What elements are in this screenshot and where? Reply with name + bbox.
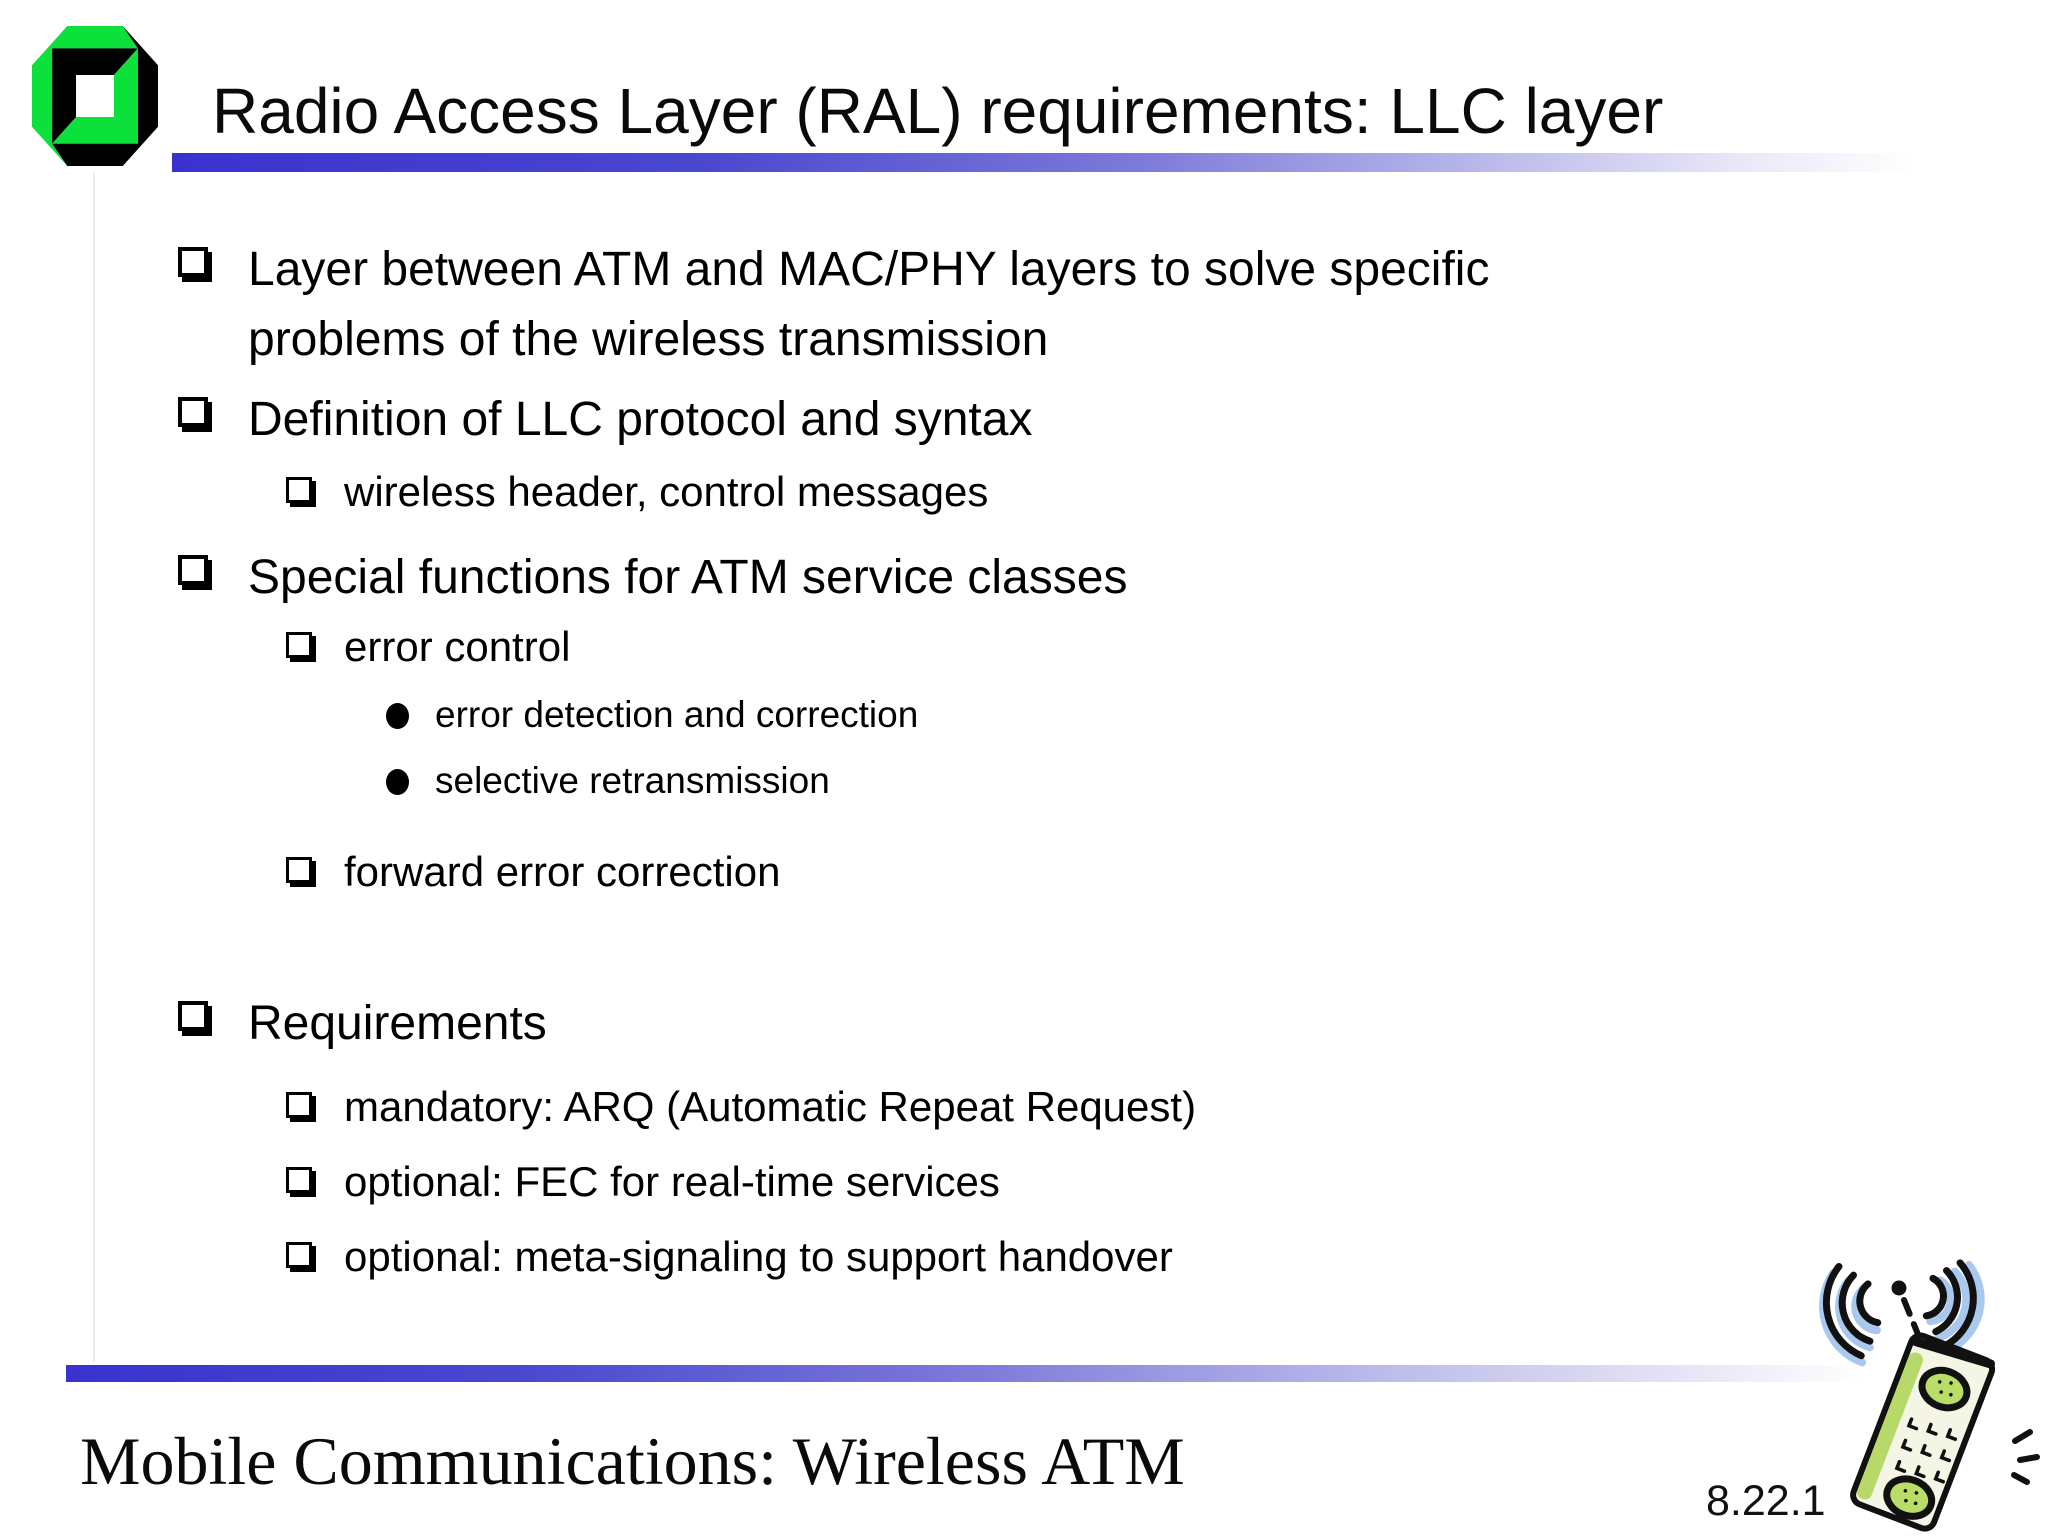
list-item: Special functions for ATM service classe… bbox=[178, 543, 1127, 613]
title-underline-bar bbox=[172, 153, 1916, 172]
bullet-text: Layer between ATM and MAC/PHY layers to … bbox=[248, 243, 1490, 366]
list-item: optional: FEC for real-time services bbox=[286, 1157, 1000, 1207]
square-bullet-icon bbox=[178, 555, 208, 585]
bullet-text: error control bbox=[344, 623, 571, 670]
slide-title: Radio Access Layer (RAL) requirements: L… bbox=[212, 75, 1664, 147]
bullet-text: Requirements bbox=[248, 997, 547, 1050]
square-bullet-icon bbox=[178, 1001, 208, 1031]
list-item: optional: meta-signaling to support hand… bbox=[286, 1232, 1173, 1282]
bullet-text: error detection and correction bbox=[435, 694, 919, 735]
square-bullet-icon bbox=[286, 477, 312, 503]
square-bullet-icon bbox=[178, 397, 208, 427]
footer-course-title: Mobile Communications: Wireless ATM bbox=[80, 1423, 1185, 1499]
bullet-text: Definition of LLC protocol and syntax bbox=[248, 393, 1033, 446]
list-item: error control bbox=[286, 622, 570, 672]
square-bullet-icon bbox=[286, 1092, 312, 1118]
list-item: selective retransmission bbox=[386, 759, 830, 803]
page-number: 8.22.1 bbox=[1706, 1477, 1826, 1525]
list-item: Definition of LLC protocol and syntax bbox=[178, 385, 1032, 455]
circle-bullet-icon bbox=[386, 769, 409, 795]
university-logo bbox=[32, 26, 158, 166]
list-item: forward error correction bbox=[286, 847, 780, 897]
circle-bullet-icon bbox=[386, 703, 409, 729]
list-item: Requirements bbox=[178, 989, 547, 1059]
footer-bar bbox=[66, 1365, 1866, 1382]
list-item: mandatory: ARQ (Automatic Repeat Request… bbox=[286, 1082, 1196, 1132]
bullet-text: wireless header, control messages bbox=[344, 468, 989, 515]
bullet-text: forward error correction bbox=[344, 848, 781, 895]
bullet-text: optional: meta-signaling to support hand… bbox=[344, 1233, 1173, 1280]
square-bullet-icon bbox=[286, 857, 312, 883]
list-item: error detection and correction bbox=[386, 693, 918, 737]
bullet-text: selective retransmission bbox=[435, 760, 830, 801]
square-bullet-icon bbox=[286, 1242, 312, 1268]
list-item: wireless header, control messages bbox=[286, 467, 988, 517]
wireless-phone-icon bbox=[1819, 1259, 2040, 1532]
left-margin-guide bbox=[93, 172, 95, 1362]
square-bullet-icon bbox=[286, 1167, 312, 1193]
bullet-text: Special functions for ATM service classe… bbox=[248, 551, 1128, 604]
bullet-text: optional: FEC for real-time services bbox=[344, 1158, 1000, 1205]
list-item: Layer between ATM and MAC/PHY layers to … bbox=[178, 235, 1489, 374]
square-bullet-icon bbox=[286, 632, 312, 658]
square-bullet-icon bbox=[178, 247, 208, 277]
bullet-text: mandatory: ARQ (Automatic Repeat Request… bbox=[344, 1083, 1197, 1130]
